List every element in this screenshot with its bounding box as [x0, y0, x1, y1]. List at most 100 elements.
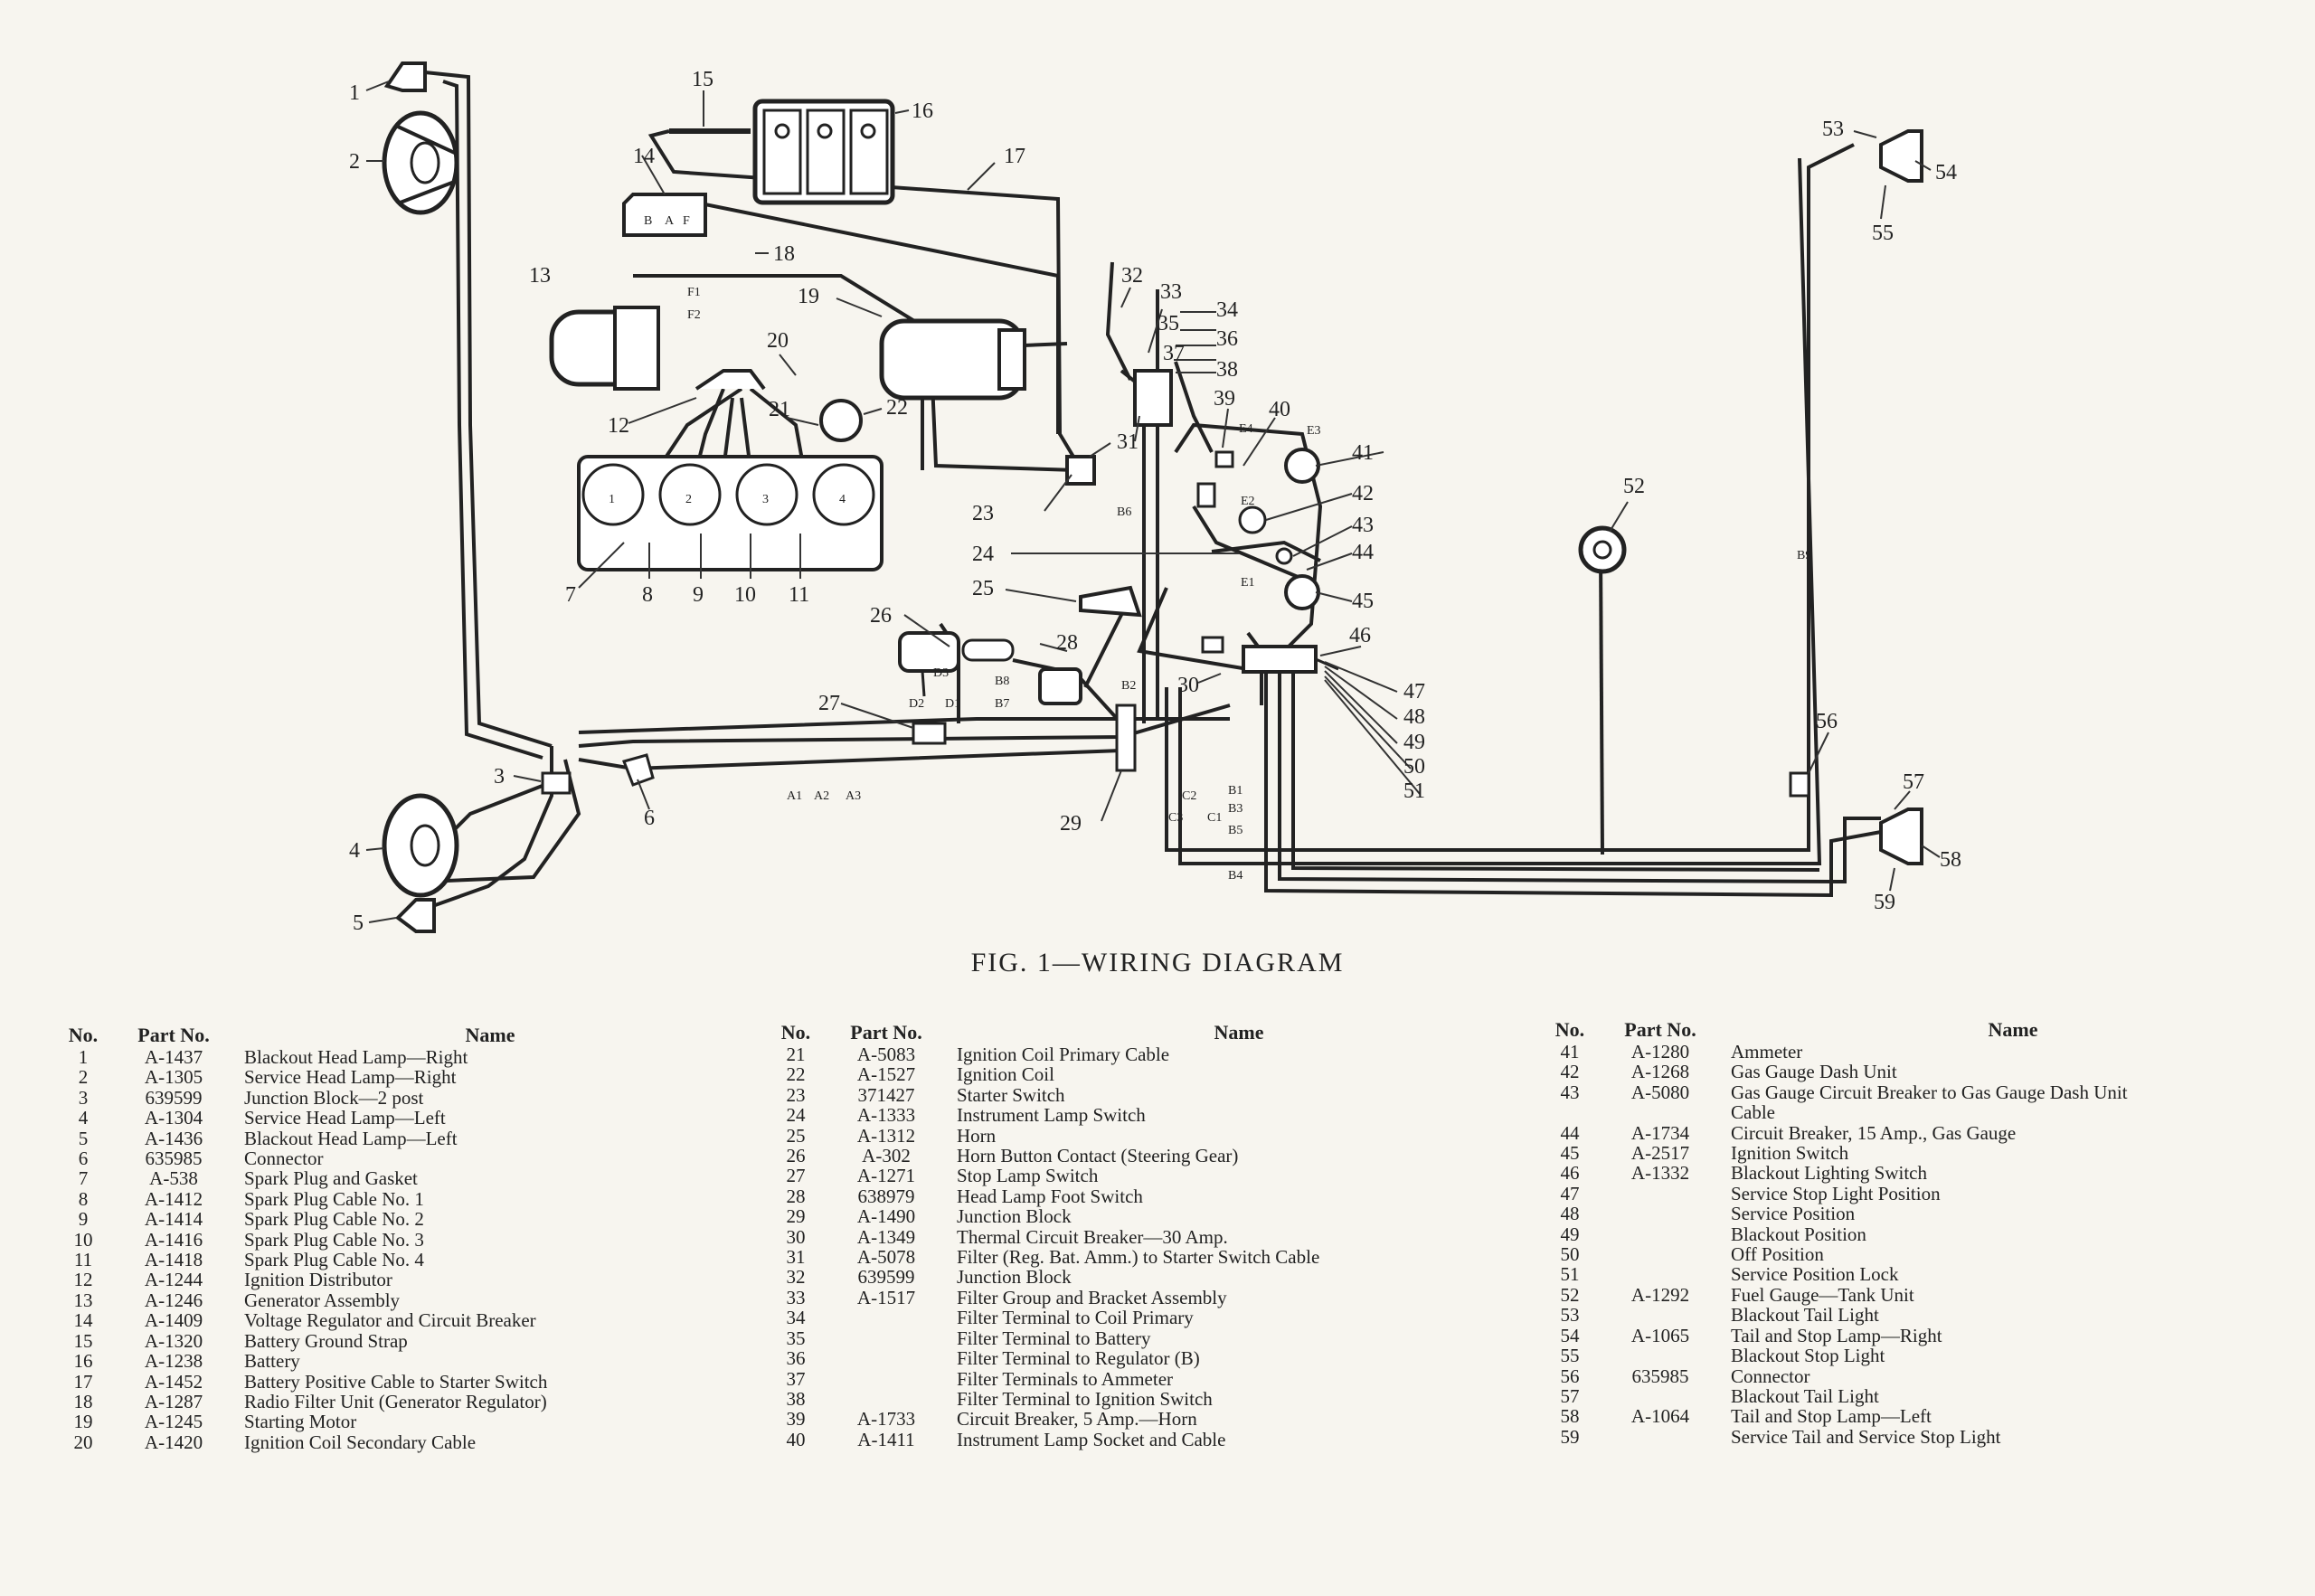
row-part-no: A-1245: [144, 1411, 203, 1433]
row-part-no: A-1244: [144, 1269, 203, 1291]
row-part-no: A-1333: [856, 1104, 916, 1127]
row-part-no: A-1452: [144, 1370, 203, 1393]
callout-30: 30: [1177, 674, 1199, 697]
row-name: Ignition Switch: [1731, 1142, 1849, 1165]
row-number: 30: [786, 1225, 806, 1248]
row-part-no: A-1238: [144, 1350, 203, 1373]
blackout-lighting-switch: [1242, 645, 1339, 674]
wire-tags: A1 A2 A3 C1 C2 C3 B1 B3 B5 B4 B6 B7 B8 B…: [787, 422, 1811, 883]
callout-6: 6: [644, 807, 655, 830]
row-number: 22: [786, 1063, 806, 1086]
row-number: 50: [1560, 1243, 1580, 1266]
row-name: Junction Block: [957, 1205, 1072, 1228]
callout-41: 41: [1352, 441, 1374, 465]
row-number: 44: [1560, 1121, 1580, 1144]
row-part-no: [1597, 1386, 1724, 1406]
row-name: Starter Switch: [957, 1083, 1065, 1106]
circuit-breaker-5-amp: [1214, 450, 1234, 468]
row-name: Blackout Position: [1731, 1223, 1866, 1245]
wire-label-c3: C3: [1168, 811, 1183, 825]
row-number: 59: [1560, 1425, 1580, 1448]
row-part-no: A-1287: [144, 1390, 203, 1412]
row-name: Ammeter: [1731, 1041, 1803, 1062]
row-number: 46: [1560, 1162, 1580, 1185]
row-part-no: A-1271: [856, 1165, 916, 1187]
callout-58: 58: [1940, 848, 1961, 872]
row-name: Service Head Lamp—Left: [244, 1107, 446, 1129]
callout-27: 27: [818, 692, 840, 715]
row-number: 58: [1560, 1405, 1580, 1428]
row-name: Ignition Coil: [957, 1063, 1054, 1086]
row-number: 6: [78, 1147, 89, 1170]
junction-block-2-post: [541, 771, 572, 795]
row-name: Battery Ground Strap: [244, 1329, 408, 1352]
wire-label-a3: A3: [846, 789, 861, 803]
row-number: 56: [1560, 1365, 1580, 1387]
wire-label-b3: B3: [1228, 802, 1243, 816]
row-number: 4: [78, 1107, 89, 1129]
wire-label-b4: B4: [1228, 869, 1243, 883]
row-name: Blackout Tail Light: [1731, 1384, 1879, 1407]
row-name: Blackout Lighting Switch: [1731, 1162, 1927, 1185]
cylinder-1: 1: [609, 493, 615, 506]
table-row: 5 A-1436 Blackout Head Lamp—Left: [56, 1127, 743, 1149]
row-number: 37: [786, 1367, 806, 1390]
row-number: 39: [786, 1408, 806, 1431]
row-number: 28: [786, 1185, 806, 1207]
row-name: Blackout Head Lamp—Left: [244, 1127, 458, 1149]
row-part-no: [1597, 1305, 1724, 1325]
row-name: Junction Block—2 post: [244, 1086, 424, 1109]
row-part-no: A-1418: [144, 1249, 203, 1271]
row-name: Head Lamp Foot Switch: [957, 1185, 1143, 1207]
row-number: 5: [78, 1127, 89, 1149]
thermal-circuit-breaker: [1201, 636, 1224, 654]
callout-1: 1: [349, 81, 360, 105]
wire-label-b9: B9: [1797, 549, 1811, 562]
row-part-no: A-1411: [857, 1428, 915, 1450]
row-name: Starting Motor: [244, 1411, 357, 1433]
callout-53: 53: [1822, 118, 1844, 141]
callout-11: 11: [789, 583, 809, 607]
cylinder-4: 4: [839, 493, 846, 506]
row-name: Service Position Lock: [1731, 1263, 1899, 1286]
row-number: 21: [786, 1044, 806, 1065]
callout-42: 42: [1352, 482, 1374, 505]
row-part-no: A-1437: [144, 1046, 203, 1068]
row-number: 48: [1560, 1203, 1580, 1225]
row-part-no: A-1280: [1630, 1041, 1690, 1062]
row-number: 18: [73, 1390, 93, 1412]
row-number: 29: [786, 1205, 806, 1228]
row-part-no: A-1436: [144, 1127, 203, 1149]
callout-2: 2: [349, 150, 360, 174]
row-name: Thermal Circuit Breaker—30 Amp.: [957, 1225, 1228, 1248]
wire-label-a2: A2: [814, 789, 829, 803]
header-name: Name: [465, 1024, 515, 1046]
row-name: Service Head Lamp—Right: [244, 1066, 457, 1089]
row-part-no: 371427: [857, 1083, 915, 1106]
row-number: 27: [786, 1165, 806, 1187]
voltage-regulator: B A F: [622, 193, 707, 237]
row-number: 31: [786, 1246, 806, 1269]
row-number: 49: [1560, 1223, 1580, 1245]
wire-label-b6: B6: [1117, 505, 1131, 519]
row-name: Instrument Lamp Switch: [957, 1104, 1146, 1127]
row-part-no: A-1409: [144, 1309, 203, 1332]
row-name: Radio Filter Unit (Generator Regulator): [244, 1390, 547, 1412]
callout-22: 22: [886, 396, 908, 420]
instrument-lamp: [1196, 482, 1216, 508]
